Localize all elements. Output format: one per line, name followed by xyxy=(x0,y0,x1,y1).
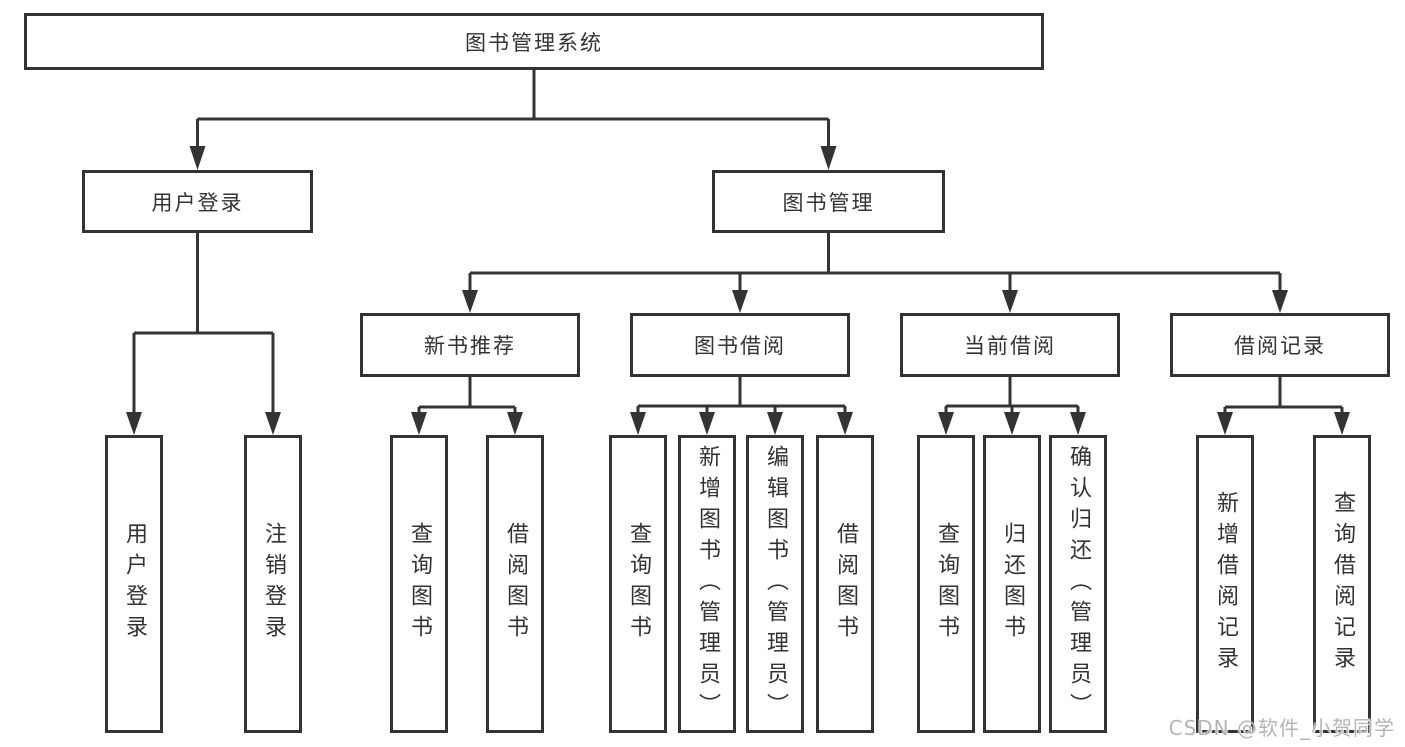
csdn-watermark: CSDN @软件_小贺同学 xyxy=(1168,716,1395,740)
node-new-book-recommend: 新书推荐 xyxy=(360,313,580,377)
leaf-recommend-query-book: 查询图书 xyxy=(390,435,448,733)
node-user-login: 用户登录 xyxy=(82,170,313,233)
leaf-borrow-borrow-book: 借阅图书 xyxy=(816,435,874,733)
leaf-current-return-book: 归还图书 xyxy=(983,435,1041,733)
leaf-current-confirm-return-admin: 确认归还（管理员） xyxy=(1049,435,1107,733)
leaf-record-query-borrow-record: 查询借阅记录 xyxy=(1313,435,1371,733)
node-borrow-record: 借阅记录 xyxy=(1170,313,1390,377)
leaf-current-query-book: 查询图书 xyxy=(917,435,975,733)
leaf-borrow-add-book-admin: 新增图书（管理员） xyxy=(678,435,736,733)
leaf-user-login: 用户登录 xyxy=(105,435,163,733)
node-book-management: 图书管理 xyxy=(712,170,945,233)
leaf-logout: 注销登录 xyxy=(244,435,302,733)
node-book-borrow: 图书借阅 xyxy=(630,313,850,377)
node-root: 图书管理系统 xyxy=(24,13,1044,70)
node-current-borrow: 当前借阅 xyxy=(900,313,1120,377)
leaf-record-add-borrow-record: 新增借阅记录 xyxy=(1196,435,1254,733)
leaf-recommend-borrow-book: 借阅图书 xyxy=(486,435,544,733)
leaf-borrow-edit-book-admin: 编辑图书（管理员） xyxy=(746,435,804,733)
leaf-borrow-query-book: 查询图书 xyxy=(609,435,667,733)
